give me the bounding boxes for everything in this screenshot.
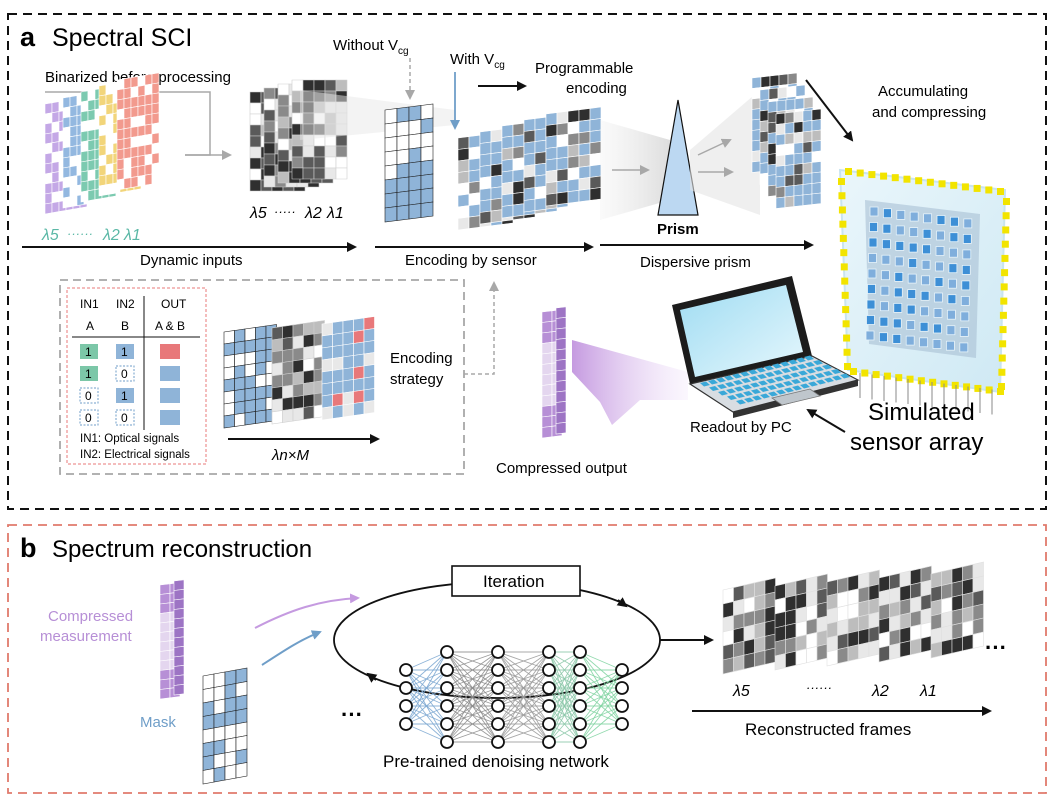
measurement-feed-arrow <box>254 593 360 629</box>
readout-label: Readout by PC <box>690 419 792 436</box>
laptop-icon <box>672 276 860 418</box>
svg-text:0: 0 <box>121 367 128 381</box>
svg-text:λ1: λ1 <box>919 683 937 700</box>
iteration-loop <box>333 581 661 699</box>
compressed-measurement-label-1: Compressed <box>48 608 133 625</box>
encoding-strategy-label-1: Encoding <box>390 350 453 367</box>
svg-text:λ2: λ2 <box>304 205 322 222</box>
simulated-sensor-array <box>838 168 1010 415</box>
svg-text:λ5: λ5 <box>732 683 750 700</box>
svg-text:λ5: λ5 <box>41 227 59 244</box>
svg-text:1: 1 <box>85 345 92 359</box>
compressed-output-column <box>541 306 567 439</box>
accumulating-label-2: and compressing <box>872 104 986 121</box>
accumulating-arrow <box>805 79 854 142</box>
svg-text:λ1: λ1 <box>326 205 344 222</box>
svg-text:B: B <box>121 319 129 333</box>
iteration-label: Iteration <box>483 572 544 591</box>
readout-arrow <box>806 408 846 433</box>
ellipsis-left: ··· <box>341 702 363 727</box>
note-optical: IN1: Optical signals <box>80 433 179 445</box>
svg-text:λ2: λ2 <box>102 227 120 244</box>
panel-b-border <box>7 524 1047 794</box>
without-vcg-label: Without Vcg <box>333 37 409 57</box>
mask-label: Mask <box>140 714 176 731</box>
dispersive-prism-label: Dispersive prism <box>640 254 751 271</box>
input-lambda-labels: λ5 ······ λ2 λ1 <box>41 226 141 244</box>
dynamic-inputs-label: Dynamic inputs <box>140 252 243 269</box>
svg-text:1: 1 <box>85 367 92 381</box>
network-label: Pre-trained denoising network <box>383 752 609 771</box>
encoding-strategy-box <box>59 279 465 475</box>
accumulating-label-1: Accumulating <box>878 83 968 100</box>
panel-a-border <box>7 13 1047 510</box>
truth-table: IN1 IN2 OUT A B A & B <box>72 296 200 430</box>
purple-readout-arrow <box>572 340 688 425</box>
lambda-n-m-label: λn×M <box>271 447 309 464</box>
compressed-measurement-label-2: measurement <box>40 628 133 645</box>
ellipsis-right: ··· <box>985 635 1007 660</box>
panel-a-letter: a <box>20 22 36 52</box>
truth-table-rows: 1 1 1 0 0 1 0 0 <box>79 344 180 426</box>
simulated-label-2: sensor array <box>850 429 983 456</box>
svg-text:······: ······ <box>67 226 93 241</box>
svg-text:A: A <box>86 319 94 333</box>
programmable-label-2: encoding <box>566 80 627 97</box>
prism <box>657 99 699 216</box>
svg-text:λ2: λ2 <box>871 683 889 700</box>
denoising-network <box>399 645 629 749</box>
svg-text:A & B: A & B <box>155 319 185 333</box>
programmable-label-1: Programmable <box>535 60 633 77</box>
dispersed-stack <box>751 72 822 209</box>
panel-b-title: Spectrum reconstruction <box>52 536 312 563</box>
svg-text:1: 1 <box>121 389 128 403</box>
mask-feed-arrow <box>261 630 322 666</box>
panel-b-letter: b <box>20 533 37 563</box>
compressed-output-label: Compressed output <box>496 460 628 477</box>
svg-text:0: 0 <box>85 389 92 403</box>
iteration-box <box>451 565 581 597</box>
panel-a-title: Spectral SCI <box>52 24 192 52</box>
note-electrical: IN2: Electrical signals <box>80 449 190 461</box>
mask-grid <box>202 667 248 785</box>
binary-lambda-labels: λ5 ····· λ2 λ1 <box>249 204 344 222</box>
svg-text:λ1: λ1 <box>123 227 141 244</box>
svg-text:λ5: λ5 <box>249 205 267 222</box>
strategy-stack <box>223 316 375 429</box>
reconstructed-label: Reconstructed frames <box>745 720 911 739</box>
prism-label: Prism <box>657 221 699 238</box>
encoded-stack <box>457 106 602 231</box>
svg-text:1: 1 <box>121 345 128 359</box>
strategy-feedback-arrow <box>464 281 499 375</box>
encoding-strategy-label-2: strategy <box>390 371 444 388</box>
encoding-by-sensor-label: Encoding by sensor <box>405 252 537 269</box>
sensor-mask <box>384 103 434 223</box>
dispersed-arrow-1 <box>697 138 732 156</box>
svg-text:OUT: OUT <box>161 297 187 311</box>
dynamic-input-stack <box>44 72 160 215</box>
svg-text:IN2: IN2 <box>116 297 135 311</box>
truth-table-box <box>66 287 207 465</box>
svg-text:·····: ····· <box>274 204 296 219</box>
frame-lambda-labels: λ5 ······ λ2 λ1 <box>732 680 937 700</box>
svg-text:IN1: IN1 <box>80 297 99 311</box>
reconstructed-frames <box>722 561 984 675</box>
with-vcg-label: With Vcg <box>450 51 505 71</box>
svg-text:0: 0 <box>85 411 92 425</box>
svg-text:0: 0 <box>121 411 128 425</box>
dispersed-beam <box>690 90 760 215</box>
simulated-label-1: Simulated <box>868 399 975 426</box>
compressed-measurement-column <box>159 579 185 700</box>
svg-text:······: ······ <box>806 680 832 695</box>
